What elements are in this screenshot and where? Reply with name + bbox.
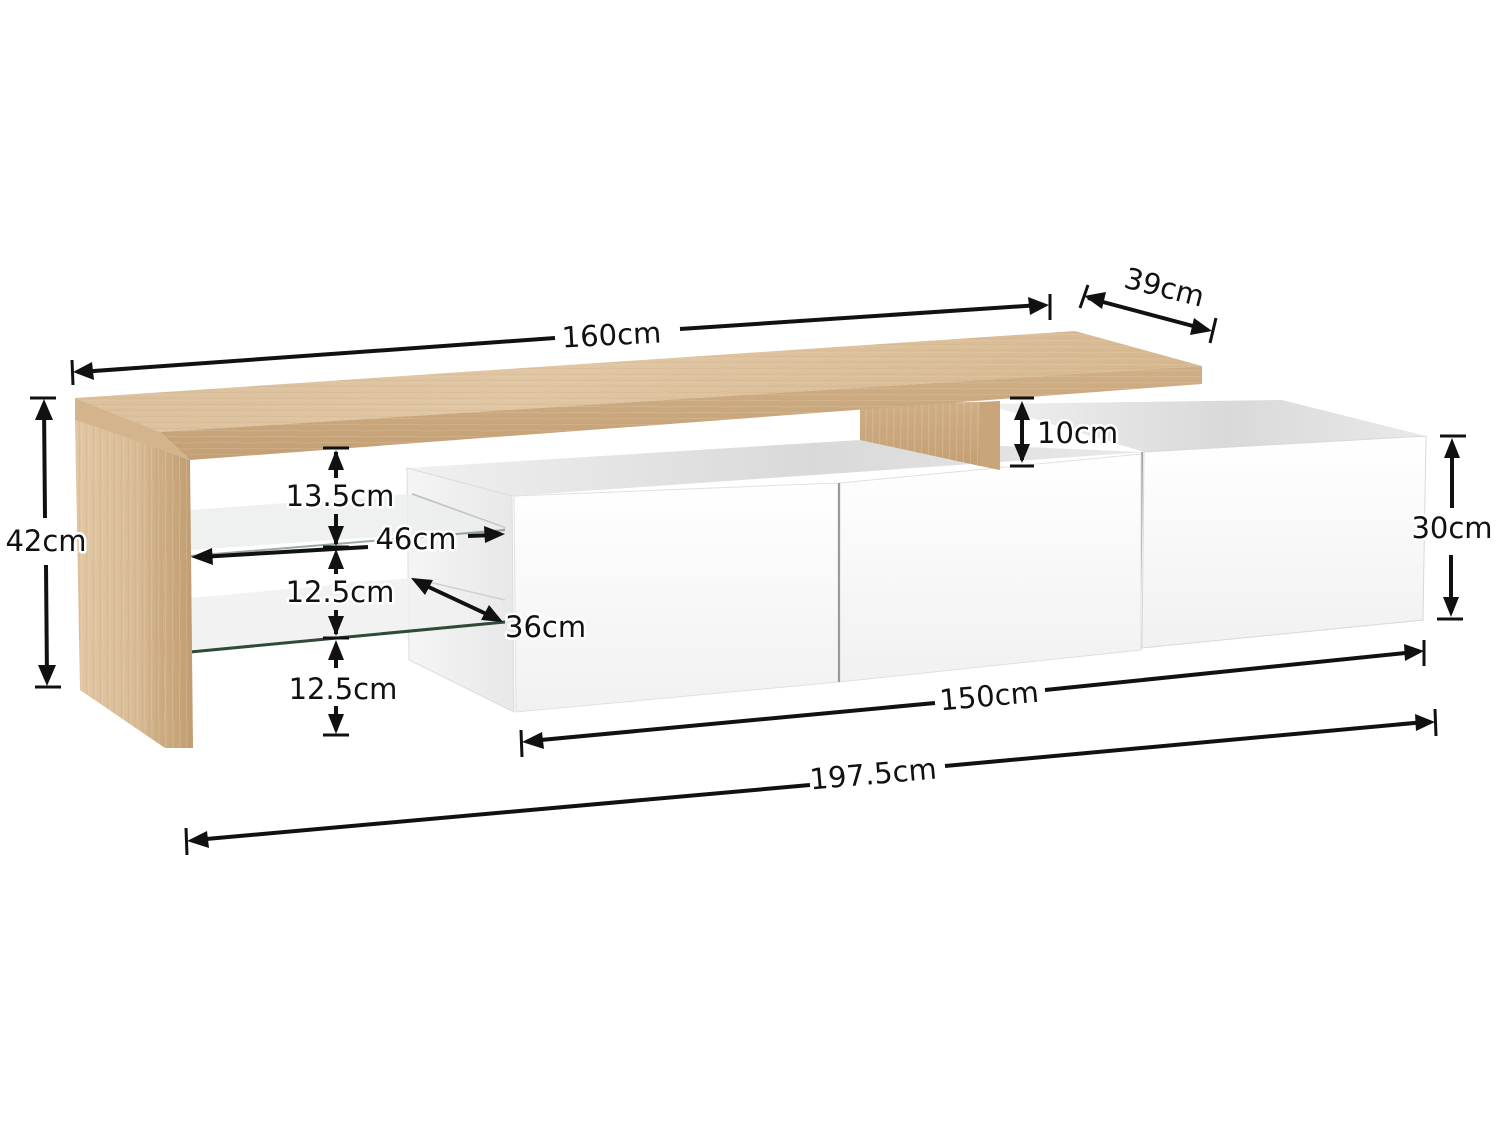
dimension-annotations: 160cm 39cm 42cm 10cm xyxy=(3,258,1495,856)
dim-shelf-depth: 36cm xyxy=(411,578,589,647)
dim-top-width: 160cm xyxy=(70,294,1052,386)
label-shelf1-gap: 13.5cm xyxy=(286,479,395,513)
right-cabinet-front xyxy=(1141,435,1427,649)
label-cabinet-height: 30cm xyxy=(1411,511,1492,545)
label-shelf-width: 46cm xyxy=(375,522,456,556)
dim-overall-width: 197.5cm xyxy=(184,708,1438,856)
label-top-width: 160cm xyxy=(561,315,662,354)
glass-shelf-lower xyxy=(190,578,505,650)
dim-shelf-width: 46cm xyxy=(191,520,505,565)
right-cabinet-top xyxy=(985,400,1426,452)
dim-top-depth: 39cm xyxy=(1078,258,1218,344)
dim-cabinet-height: 30cm xyxy=(1409,434,1495,621)
label-cabinet-width: 150cm xyxy=(938,675,1040,718)
dim-shelf-gaps: 13.5cm 12.5cm 12.5cm xyxy=(283,446,400,737)
drawer-left-front xyxy=(513,482,839,713)
wood-top xyxy=(75,331,1202,460)
drawer-middle-front xyxy=(839,453,1142,683)
main-cabinet xyxy=(406,440,1145,713)
label-overall-width: 197.5cm xyxy=(808,752,938,797)
label-total-height: 42cm xyxy=(5,524,86,558)
label-top-depth: 39cm xyxy=(1121,261,1208,314)
glass-shelf-upper xyxy=(190,494,505,550)
right-cabinet xyxy=(985,400,1427,649)
dim-gap-height: 10cm xyxy=(1010,396,1121,468)
left-wood-leg xyxy=(75,420,193,748)
label-shelf-depth: 36cm xyxy=(505,610,586,644)
label-gap-height: 10cm xyxy=(1037,416,1118,450)
furniture xyxy=(75,331,1427,748)
label-shelf2-gap: 12.5cm xyxy=(286,575,395,609)
label-shelf3-gap: 12.5cm xyxy=(289,672,398,706)
dim-total-height: 42cm xyxy=(3,396,89,689)
